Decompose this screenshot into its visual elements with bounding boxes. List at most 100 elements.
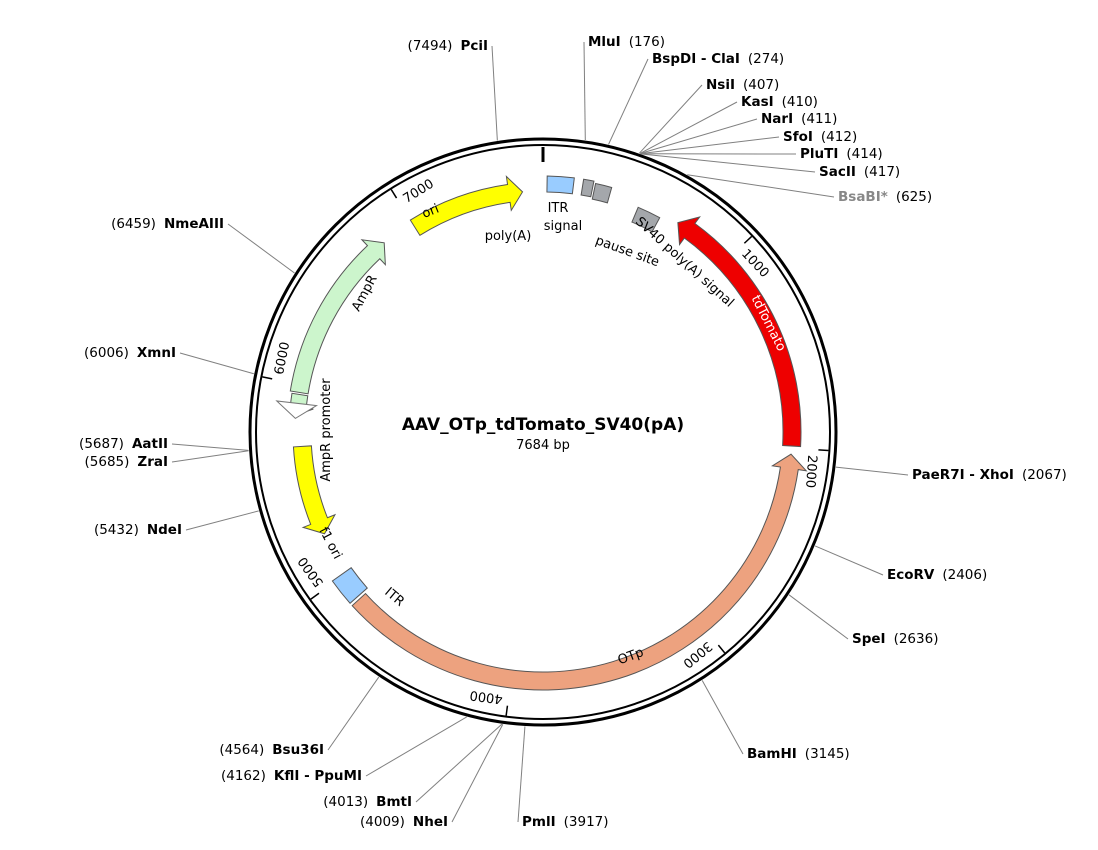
site-position: (625) <box>896 189 932 205</box>
backbone-inner-circle <box>255 144 831 720</box>
site-position: (3917) <box>564 814 609 830</box>
site-position: (411) <box>801 111 837 127</box>
site-leader-line <box>227 223 295 274</box>
feature-arrow-sv40-polya-signal <box>631 206 661 233</box>
feature-arrow-tdtomato <box>677 216 802 448</box>
site-name: EcoRV <box>887 567 935 583</box>
site-kfli-ppumi: KflI - PpuMI(4162) <box>221 716 467 784</box>
site-position: (412) <box>821 129 857 145</box>
site-leader-line <box>415 723 503 803</box>
site-position: (7494) <box>408 38 453 54</box>
site-leader-line <box>701 680 744 755</box>
site-name: SpeI <box>852 631 886 647</box>
site-leader-line <box>365 716 467 777</box>
site-leader-line <box>639 84 703 154</box>
site-name: AatII <box>132 436 168 452</box>
site-name: SfoI <box>783 129 813 145</box>
tick-label-4000: 4000 <box>469 687 504 706</box>
site-leader-line <box>608 58 649 145</box>
feature-arrow-itr-left <box>331 567 368 605</box>
site-position: (417) <box>864 164 900 180</box>
feature-label-polya-signal-2: signal <box>544 219 582 234</box>
tick-1000 <box>743 235 753 244</box>
site-leader-line <box>179 352 254 375</box>
feature-arrow-itr-right <box>546 175 575 195</box>
feature-label-polya-signal-1: poly(A) <box>485 229 532 244</box>
site-pluti: PluTI (414) <box>640 146 883 162</box>
site-name: MluI <box>588 34 621 50</box>
site-spei: SpeI (2636) <box>788 594 939 647</box>
feature-label-itr-left: ITR <box>381 585 407 610</box>
plasmid-size: 7684 bp <box>516 438 570 453</box>
site-leader-line <box>641 153 816 173</box>
site-position: (5687) <box>79 436 124 452</box>
site-name: NarI <box>761 111 793 127</box>
site-pcii: PciI(7494) <box>408 38 498 141</box>
plasmid-backbone <box>248 137 838 727</box>
tick-7000 <box>390 189 398 199</box>
site-position: (414) <box>846 146 882 162</box>
feature-arrow-f1-ori <box>292 445 337 535</box>
tick-5000 <box>310 592 320 600</box>
site-leader-line <box>185 510 259 531</box>
tick-label-6000: 6000 <box>272 341 293 376</box>
tick-4000 <box>505 705 509 716</box>
site-position: (6006) <box>84 345 129 361</box>
site-name: NheI <box>413 814 448 830</box>
site-leader-line <box>640 136 780 155</box>
site-nhei: NheI (4009) <box>360 724 504 830</box>
site-position: (4013) <box>323 794 368 810</box>
site-position: (3145) <box>805 746 850 762</box>
site-name: BspDI - ClaI <box>652 51 740 67</box>
site-leader-line <box>583 41 586 141</box>
feature-label-f1-ori: f1 ori <box>316 525 345 562</box>
site-name: BamHI <box>747 746 797 762</box>
site-ndei: NdeI(5432) <box>94 510 259 538</box>
site-position: (2636) <box>894 631 939 647</box>
site-position: (2067) <box>1022 467 1067 483</box>
site-name: BsaBI* <box>838 189 888 205</box>
site-leader-line <box>171 450 249 463</box>
feature-label-itr-right: ITR <box>548 201 569 216</box>
tick-6000 <box>262 376 273 380</box>
site-name: XmnI <box>137 345 176 361</box>
site-nari: NarI (411) <box>640 111 837 154</box>
tick-label-7000: 7000 <box>401 177 437 207</box>
site-zrai: ZraI(5685) <box>85 450 249 470</box>
site-pmli: PmlI (3917) <box>517 726 609 830</box>
feature-arrows <box>275 175 808 691</box>
site-position: (2406) <box>942 567 987 583</box>
site-leader-line <box>171 443 249 451</box>
site-name: NdeI <box>147 522 182 538</box>
site-leader-line <box>814 545 884 576</box>
feature-arrow-ampr <box>289 239 386 395</box>
site-name: SacII <box>819 164 856 180</box>
site-name: PluTI <box>800 146 838 162</box>
site-name: NmeAIII <box>164 216 224 232</box>
site-nmeaiii: NmeAIII(6459) <box>111 216 295 274</box>
site-leader-line <box>639 101 738 154</box>
site-leader-line <box>327 676 380 751</box>
feature-label-ampr-promoter: AmpR promoter <box>319 378 334 482</box>
site-bsu36i: Bsu36I(4564) <box>219 676 380 758</box>
feature-arrow-polya-signal <box>580 178 595 198</box>
site-nsii: NsiI(407) <box>639 77 779 154</box>
backbone-outer-circle <box>248 137 838 727</box>
site-name: PmlI <box>522 814 556 830</box>
map-center-title: AAV_OTp_tdTomato_SV40(pA) 7684 bp <box>402 415 684 453</box>
site-aatii: AatII (5687) <box>79 436 249 452</box>
restriction-sites: PciI(7494)MluI(176)BspDI - ClaI(274)NsiI… <box>79 34 1067 830</box>
site-leader-line <box>491 45 498 141</box>
site-position: (4564) <box>219 742 264 758</box>
site-position: (4162) <box>221 768 266 784</box>
site-paer7i-xhoi: PaeR7I - XhoI(2067) <box>835 466 1067 483</box>
site-bspdi-clai: BspDI - ClaI(274) <box>608 51 784 145</box>
site-position: (4009) <box>360 814 405 830</box>
site-bsabi-: BsaBI* (625) <box>687 174 932 205</box>
site-leader-line <box>835 466 909 476</box>
tick-2000 <box>818 449 829 452</box>
site-name: ZraI <box>137 454 168 470</box>
feature-arrowhead-ampr-promoter <box>275 400 319 420</box>
site-ecorv: EcoRV (2406) <box>814 545 987 583</box>
site-kasi: KasI(410) <box>639 94 818 154</box>
